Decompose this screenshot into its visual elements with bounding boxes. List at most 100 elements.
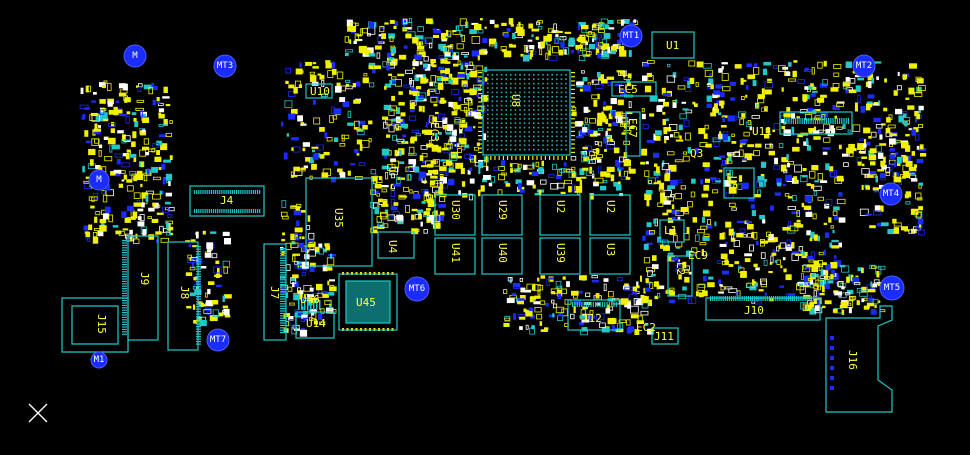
u5-outline[interactable] bbox=[723, 167, 755, 199]
u30-outline[interactable] bbox=[434, 194, 476, 236]
smd-pad bbox=[555, 37, 562, 44]
j9-outline[interactable] bbox=[127, 235, 159, 341]
j7-outline[interactable] bbox=[263, 243, 287, 341]
ec7-outline[interactable] bbox=[625, 111, 641, 157]
u41-outline[interactable] bbox=[434, 237, 476, 275]
smd-pad bbox=[832, 229, 835, 234]
u1-outline[interactable] bbox=[651, 31, 695, 59]
smd-pad bbox=[612, 121, 619, 126]
smd-pad bbox=[722, 160, 726, 166]
smd-pad bbox=[649, 95, 658, 102]
smd-pad bbox=[419, 155, 424, 161]
bga-ball bbox=[496, 135, 498, 138]
smd-pad bbox=[720, 286, 725, 291]
l2-outline[interactable] bbox=[667, 255, 693, 297]
connector-pin bbox=[571, 147, 575, 149]
mt-7-hole[interactable] bbox=[206, 328, 230, 352]
smd-pad bbox=[703, 184, 710, 191]
smd-pad bbox=[914, 92, 923, 97]
smd-pad bbox=[625, 84, 633, 90]
bga-ball bbox=[491, 122, 494, 124]
j8-outline[interactable] bbox=[167, 241, 199, 351]
mt-6-hole[interactable] bbox=[404, 276, 430, 302]
bga-ball bbox=[546, 131, 549, 133]
connector-pin bbox=[280, 300, 286, 302]
mt-1-hole[interactable] bbox=[619, 24, 643, 48]
mt-5-hole[interactable] bbox=[879, 275, 905, 301]
bga-ball bbox=[551, 118, 553, 120]
u14-outline[interactable] bbox=[295, 311, 335, 339]
smd-pad bbox=[915, 76, 922, 82]
bga-ball bbox=[556, 104, 558, 107]
connector-pin bbox=[812, 118, 814, 124]
smd-pad bbox=[570, 313, 575, 320]
smd-pad bbox=[909, 63, 917, 69]
bga-ball bbox=[537, 122, 540, 124]
smd-pad bbox=[364, 50, 371, 55]
smd-pad bbox=[721, 66, 724, 70]
u4-outline[interactable] bbox=[377, 231, 415, 259]
smd-pad bbox=[476, 93, 479, 97]
connector-pin bbox=[553, 156, 555, 160]
smd-pad bbox=[395, 79, 403, 87]
bga-ball bbox=[528, 148, 530, 151]
ec5-outline[interactable] bbox=[611, 81, 657, 97]
bga-ball bbox=[528, 82, 530, 85]
smd-pad bbox=[207, 281, 215, 285]
mt-2-hole[interactable] bbox=[852, 54, 876, 78]
bga-ball bbox=[505, 131, 507, 133]
smd-pad bbox=[805, 211, 813, 217]
l1-outline[interactable] bbox=[659, 219, 685, 243]
j16-outline[interactable] bbox=[825, 305, 893, 413]
mt-4-hole[interactable] bbox=[879, 182, 903, 206]
connector-pin bbox=[515, 156, 517, 160]
connector-pin bbox=[223, 209, 225, 213]
smd-pad bbox=[546, 278, 550, 286]
u40-outline[interactable] bbox=[481, 237, 523, 275]
bga-ball bbox=[537, 109, 540, 111]
j15-outline[interactable] bbox=[61, 297, 129, 353]
smd-pad bbox=[693, 252, 696, 256]
smd-pad bbox=[581, 34, 586, 38]
u2a-outline[interactable] bbox=[539, 194, 581, 236]
connector-pin bbox=[478, 135, 482, 137]
j12-outline[interactable] bbox=[567, 299, 621, 331]
u35-outline[interactable] bbox=[305, 177, 373, 267]
j10-outline[interactable] bbox=[705, 297, 821, 321]
smd-pad bbox=[663, 101, 669, 107]
mt-3-hole[interactable] bbox=[213, 54, 237, 78]
u29-outline[interactable] bbox=[481, 194, 523, 236]
smd-pad bbox=[525, 309, 533, 317]
j11-outline[interactable] bbox=[651, 327, 679, 345]
connector-pin bbox=[122, 333, 127, 335]
smd-pad bbox=[729, 249, 734, 254]
smd-pad bbox=[666, 169, 670, 174]
smd-pad bbox=[296, 261, 302, 267]
mt-10-hole[interactable] bbox=[90, 351, 108, 369]
u3-outline[interactable] bbox=[589, 237, 631, 275]
smd-pad bbox=[869, 154, 872, 159]
mt-8-hole[interactable] bbox=[123, 44, 147, 68]
smd-pad bbox=[831, 128, 836, 134]
smd-pad bbox=[824, 232, 830, 238]
smd-pad bbox=[133, 117, 137, 122]
u10-outline[interactable] bbox=[305, 83, 333, 99]
smd-pad bbox=[845, 89, 849, 94]
j4-outline[interactable] bbox=[189, 185, 265, 217]
smd-pad bbox=[127, 205, 134, 212]
u11-outline[interactable] bbox=[779, 111, 853, 135]
smd-pad bbox=[471, 22, 479, 25]
smd-pad bbox=[677, 261, 681, 267]
smd-pad bbox=[488, 182, 493, 187]
connector-pin bbox=[122, 288, 127, 290]
mt-9-hole[interactable] bbox=[88, 169, 110, 191]
u2b-outline[interactable] bbox=[589, 194, 631, 236]
smd-pad bbox=[807, 94, 810, 100]
smd-pad bbox=[80, 87, 84, 94]
connector-pin bbox=[202, 209, 204, 213]
u45-outline[interactable] bbox=[338, 273, 398, 331]
smd-pad bbox=[595, 148, 599, 155]
u39-outline[interactable] bbox=[539, 237, 581, 275]
u8-outline[interactable] bbox=[482, 69, 571, 156]
